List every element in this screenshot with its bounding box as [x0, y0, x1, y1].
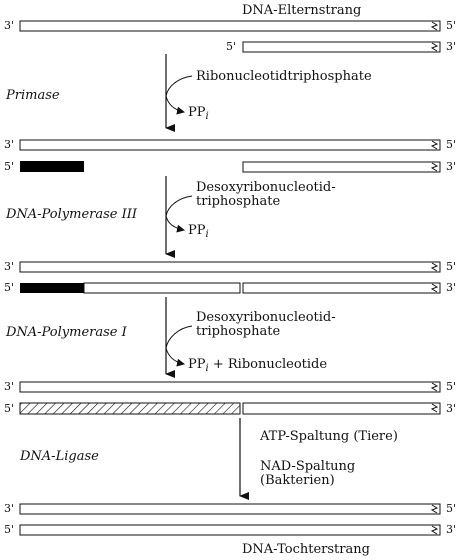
end-label-5: 5'	[446, 380, 456, 393]
input-curve	[165, 75, 193, 97]
product-ppi: PPi	[188, 223, 209, 240]
input-curve	[165, 325, 193, 349]
template-strand-fragment	[242, 41, 441, 53]
output-curve	[165, 95, 185, 115]
rna-primer	[20, 283, 84, 293]
strand-end-squiggle	[430, 525, 439, 535]
end-label-3: 3'	[4, 260, 14, 273]
note-nad-spaltung: NAD-Spaltung	[260, 459, 355, 474]
parent-strand	[19, 381, 441, 393]
end-label-5: 5'	[446, 502, 456, 515]
end-label-3: 3'	[446, 40, 456, 53]
daughter-strand	[19, 524, 441, 536]
substrate-desoxyribonucleotid: Desoxyribonucleotid-	[196, 310, 336, 325]
end-label-5: 5'	[4, 402, 14, 415]
end-label-3: 3'	[4, 138, 14, 151]
parent-strand	[19, 261, 441, 273]
parent-strand	[19, 503, 441, 515]
end-label-3: 3'	[446, 160, 456, 173]
enzyme-dna-polymerase-iii: DNA-Polymerase III	[5, 207, 138, 222]
note-bakterien: (Bakterien)	[260, 473, 335, 488]
end-label-3: 3'	[446, 523, 456, 536]
strand-end-squiggle	[430, 162, 439, 172]
substrate-triphosphate: triphosphate	[196, 194, 280, 209]
parent-strand	[19, 20, 441, 32]
input-curve	[165, 195, 193, 217]
rna-primer	[20, 161, 84, 172]
strand-end-squiggle	[430, 262, 439, 272]
end-label-5: 5'	[226, 40, 236, 53]
output-curve	[165, 215, 185, 233]
end-label-3: 3'	[4, 502, 14, 515]
template-strand-fragment	[242, 161, 441, 173]
product-ppi-ribonucleotide: PPi + Ribonucleotide	[188, 357, 327, 374]
strand-end-squiggle	[430, 283, 439, 293]
template-strand-fragment	[242, 402, 441, 415]
daughter-strand-title: DNA-Tochterstrang	[242, 542, 370, 557]
strand-end-squiggle	[430, 382, 439, 392]
end-label-5: 5'	[446, 260, 456, 273]
end-label-3: 3'	[4, 19, 14, 32]
product-ppi: PPi	[188, 105, 209, 122]
okazaki-fragment	[83, 282, 241, 294]
enzyme-dna-polymerase-i: DNA-Polymerase I	[5, 325, 128, 340]
enzyme-dna-ligase: DNA-Ligase	[19, 449, 99, 464]
substrate-triphosphate: triphosphate	[196, 324, 280, 339]
strand-end-squiggle	[430, 42, 439, 52]
end-label-3: 3'	[446, 402, 456, 415]
end-label-3: 3'	[4, 380, 14, 393]
substrate-ribonucleotidtriphosphate: Ribonucleotidtriphosphate	[196, 69, 372, 84]
enzyme-primase: Primase	[5, 88, 60, 103]
strand-end-squiggle	[430, 504, 439, 514]
end-label-5: 5'	[4, 523, 14, 536]
parent-strand	[19, 139, 441, 151]
note-atp-spaltung: ATP-Spaltung (Tiere)	[259, 429, 398, 444]
end-label-5: 5'	[4, 281, 14, 294]
end-label-5: 5'	[446, 19, 456, 32]
end-label-3: 3'	[446, 281, 456, 294]
end-label-5: 5'	[446, 138, 456, 151]
strand-end-squiggle	[430, 140, 439, 150]
end-label-5: 5'	[4, 160, 14, 173]
strand-end-squiggle	[430, 403, 439, 413]
dna-fragment-hatched	[19, 402, 241, 415]
template-strand-fragment	[242, 282, 441, 294]
parent-strand-title: DNA-Elternstrang	[242, 3, 361, 18]
output-curve	[165, 347, 185, 367]
strand-end-squiggle	[430, 21, 439, 31]
substrate-desoxyribonucleotid: Desoxyribonucleotid-	[196, 180, 336, 195]
